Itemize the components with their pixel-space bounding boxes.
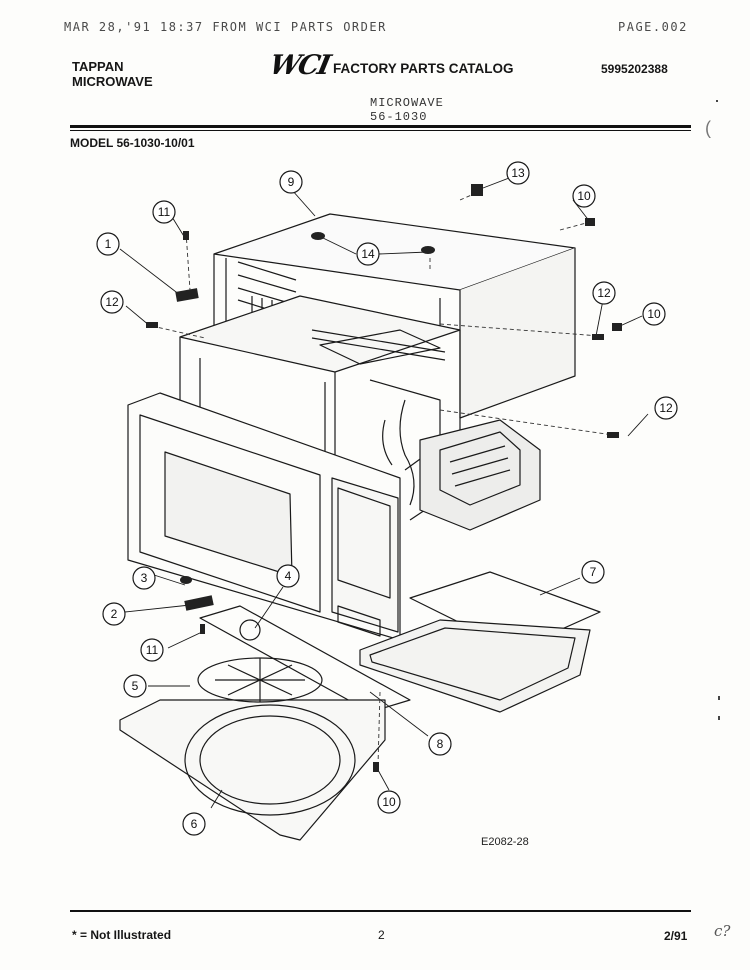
model-number: MODEL 56-1030-10/01	[70, 136, 195, 150]
callout-10: 10	[382, 795, 396, 809]
footer-page-number: 2	[378, 928, 385, 942]
callout-12-lower-circle	[654, 396, 678, 420]
callout-13-circle	[506, 161, 530, 185]
callout-5-circle	[123, 674, 147, 698]
callout-10-right-circle	[642, 302, 666, 326]
callout-10: 10	[647, 307, 661, 321]
scan-marks	[716, 100, 720, 720]
callout-6-circle	[182, 812, 206, 836]
callout-11-top-circle	[152, 200, 176, 224]
callout-14-circle	[356, 242, 380, 266]
header-rule-thin	[70, 130, 691, 131]
callout-4: 4	[285, 569, 292, 583]
callout-11: 11	[146, 643, 159, 657]
margin-handwriting: c?	[714, 922, 731, 940]
footer-note: * = Not Illustrated	[72, 928, 172, 942]
callout-10-top-circle	[572, 184, 596, 208]
fax-header-left: MAR 28,'91 18:37 FROM WCI PARTS ORDER	[64, 20, 387, 34]
callout-12: 12	[105, 295, 119, 309]
hardware-screws	[146, 184, 622, 772]
subtitle-line-2: 56-1030	[370, 110, 428, 124]
callout-10: 10	[577, 189, 591, 203]
drawing-number: E2082-28	[481, 836, 529, 848]
callout-13: 13	[511, 166, 525, 180]
callout-4-circle	[276, 564, 300, 588]
subtitle-line-1: MICROWAVE	[370, 96, 444, 110]
header-rule	[70, 125, 691, 128]
brand-line-1: TAPPAN	[72, 59, 124, 74]
fax-header-page: PAGE.002	[618, 20, 688, 34]
catalog-title: FACTORY PARTS CATALOG	[333, 61, 514, 76]
callout-12-right-circle	[592, 281, 616, 305]
callout-11-bottom-circle	[140, 638, 164, 662]
callout-numbers: 9 13 11 10 1 14 12 12 10 12 3 4 7 2 11 5…	[105, 166, 673, 831]
callout-9: 9	[288, 175, 295, 189]
callout-11: 11	[158, 205, 171, 219]
callout-3: 3	[141, 571, 148, 585]
callout-1: 1	[105, 237, 112, 251]
callout-5: 5	[132, 679, 139, 693]
callout-12: 12	[659, 401, 673, 415]
callout-12: 12	[597, 286, 611, 300]
callout-8: 8	[437, 737, 444, 751]
brand-line-2: MICROWAVE	[72, 74, 153, 89]
callout-8-circle	[428, 732, 452, 756]
margin-paren: (	[705, 118, 711, 138]
callout-balloons	[96, 161, 678, 836]
callout-12-left-circle	[100, 290, 124, 314]
callout-numbers-extra: 10	[0, 0, 6, 3]
callout-7-circle	[581, 560, 605, 584]
callout-14: 14	[361, 247, 375, 261]
line-art	[119, 213, 601, 841]
callout-7: 7	[590, 565, 597, 579]
callout-1-circle	[96, 232, 120, 256]
footer-date: 2/91	[664, 929, 688, 943]
callout-6: 6	[191, 817, 198, 831]
callout-10-bottom-circle	[377, 790, 401, 814]
callout-2: 2	[111, 607, 118, 621]
callout-9-circle	[279, 170, 303, 194]
callout-3-circle	[132, 566, 156, 590]
catalog-number: 5995202388	[601, 62, 668, 76]
footer-rule	[70, 910, 691, 912]
callout-2-circle	[102, 602, 126, 626]
